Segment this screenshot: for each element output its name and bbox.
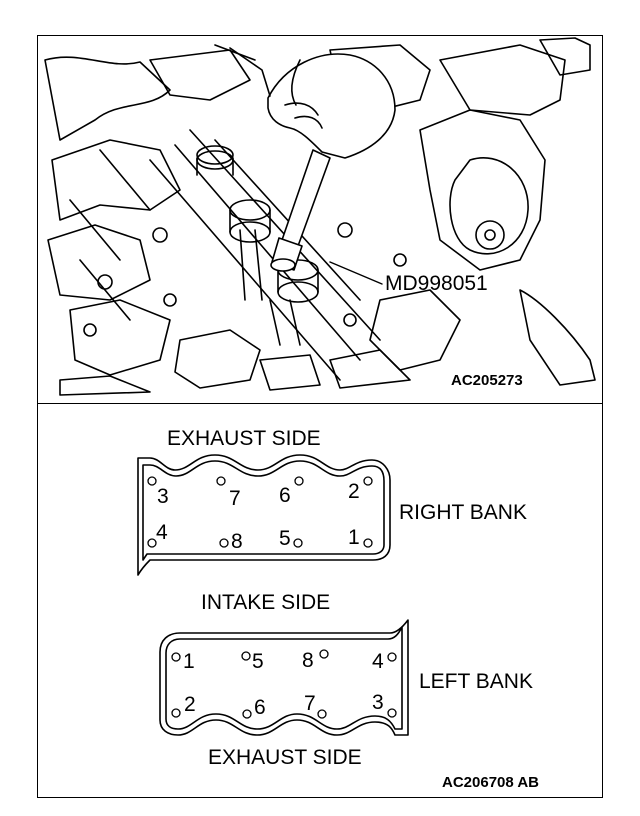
right-bank-bolt-number: 8 [231,530,243,553]
left-bank-bottom-side-label: EXHAUST SIDE [208,746,362,769]
right-bank-bolt-number: 6 [279,484,291,507]
left-bank-bolt-number: 4 [372,650,384,673]
left-bank-bolt-number: 2 [184,693,196,716]
right-bank-bolt-number: 4 [156,521,168,544]
left-bank-bolt-number: 7 [304,692,316,715]
figure-code-top: AC205273 [451,372,523,389]
left-bank-label: LEFT BANK [419,670,533,693]
left-bank-bolt-number: 8 [302,649,314,672]
left-bank-bolt-number: 5 [252,650,264,673]
right-bank-bolt-number: 1 [348,526,360,549]
right-bank-bolt-number: 3 [157,485,169,508]
figure-code-bottom: AC206708 AB [442,774,539,791]
right-bank-label: RIGHT BANK [399,501,527,524]
right-bank-top-side-label: EXHAUST SIDE [167,427,321,450]
right-bank-bottom-side-label: INTAKE SIDE [201,591,331,614]
right-bank-bolt-number: 7 [229,487,241,510]
figure-frame [37,35,603,798]
figure-divider [37,403,603,404]
right-bank-bolt-number: 5 [279,527,291,550]
left-bank-bolt-number: 6 [254,696,266,719]
tool-label: MD998051 [385,272,488,295]
left-bank-bolt-number: 1 [183,650,195,673]
left-bank-bolt-number: 3 [372,691,384,714]
right-bank-bolt-number: 2 [348,480,360,503]
